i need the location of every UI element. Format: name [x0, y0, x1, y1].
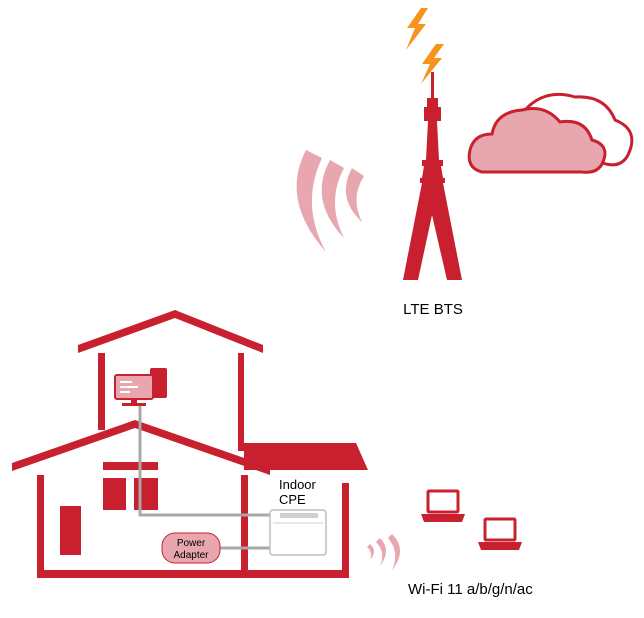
- signal-waves-icon: [296, 150, 364, 252]
- house: [12, 310, 368, 578]
- power-adapter: [161, 532, 221, 564]
- laptop-icon: [421, 489, 465, 522]
- adapter-label-line1: Power: [177, 538, 206, 549]
- tower-icon: [403, 72, 462, 280]
- cpe-label-line2: CPE: [279, 492, 306, 507]
- adapter-label-line2: Adapter: [173, 550, 209, 561]
- cpe-label-line1: Indoor: [279, 477, 317, 492]
- laptop-icon: [478, 517, 522, 550]
- router-icon: [269, 509, 327, 556]
- wifi-waves-icon: [367, 534, 400, 570]
- cables: [138, 406, 270, 550]
- desktop-computer-icon: [114, 368, 167, 406]
- tower-label: LTE BTS: [403, 301, 463, 318]
- wifi-label: Wi-Fi 11 a/b/g/n/ac: [408, 581, 533, 598]
- cloud-icon: [467, 92, 634, 174]
- lightning-icon: [406, 8, 444, 84]
